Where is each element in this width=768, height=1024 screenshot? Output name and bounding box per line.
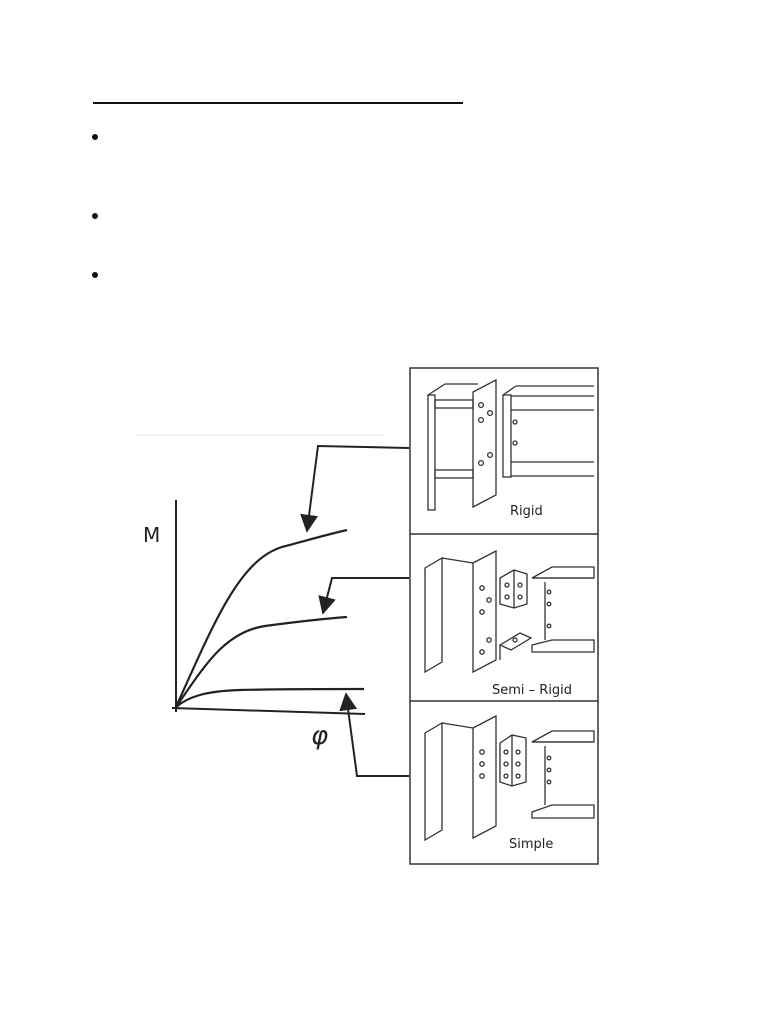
arrow-simple	[339, 692, 409, 777]
label-simple: Simple	[509, 837, 553, 852]
panel-simple: Simple	[424, 714, 595, 852]
bullet-1	[92, 134, 98, 140]
panel-rigid: Rigid	[427, 378, 594, 519]
curve-simple	[175, 687, 365, 708]
arrow-semi-rigid	[318, 577, 409, 615]
leader-arrows	[300, 444, 410, 777]
bullet-2	[92, 213, 98, 219]
x-axis	[171, 707, 366, 715]
connection-panels: Rigid	[409, 367, 599, 865]
label-semi-rigid: Semi – Rigid	[492, 683, 572, 698]
arrow-rigid	[300, 444, 410, 533]
curve-rigid	[174, 528, 348, 708]
moment-rotation-plot: M φ	[143, 500, 366, 751]
bullet-3	[92, 272, 98, 278]
curve-semi-rigid	[175, 615, 348, 708]
x-axis-label: φ	[311, 721, 328, 751]
label-rigid: Rigid	[510, 504, 543, 519]
panel-semi-rigid: Semi – Rigid	[424, 549, 595, 698]
y-axis-label: M	[143, 523, 160, 547]
heading-underline	[93, 102, 463, 104]
